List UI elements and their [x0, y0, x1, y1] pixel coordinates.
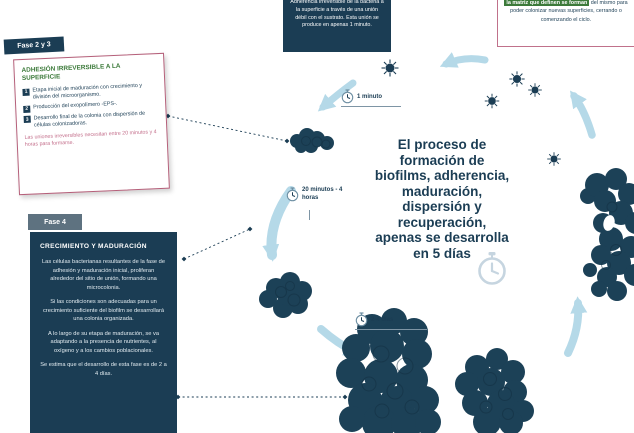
phase23-item-text: Etapa inicial de maduración con crecimie…	[32, 82, 143, 101]
cycle-restart-text: del mismo para poder colonizar nuevas su…	[510, 0, 628, 23]
time-label-1-minute: 1 minuto	[341, 89, 401, 107]
phase23-tag-label: Fase 2 y 3	[17, 41, 51, 50]
phase4-tag: Fase 4	[28, 214, 82, 230]
top-adherence-text: Adherencia irreversible de la bacteria a…	[290, 0, 384, 29]
cycle-restart-highlight: la matriz que definen se forman	[504, 0, 590, 6]
flow-arrow-top-left	[439, 52, 489, 68]
bacteria-icon	[381, 59, 399, 77]
microcolony-blob-medium	[259, 272, 312, 318]
time-label-tick	[309, 210, 310, 220]
item-number-badge: 1	[22, 88, 30, 96]
flow-arrow-up-right	[564, 296, 588, 357]
stopwatch-icon	[341, 89, 354, 104]
bacteria-icon	[484, 93, 500, 109]
item-number-badge: 2	[23, 105, 31, 113]
phase4-paragraph: Las células bacterianas resultantes de l…	[42, 259, 165, 291]
biofilm-mass-right	[455, 348, 534, 433]
phase23-box: ADHESIÓN IRREVERSIBLE A LA SUPERFICIE 1 …	[13, 52, 170, 196]
flow-arrow-dispersal-up	[569, 90, 596, 139]
main-title: El proceso de formación de biofilms, adh…	[374, 137, 510, 261]
top-adherence-box: Adherencia irreversible de la bacteria a…	[283, 0, 391, 52]
phase4-paragraph: A lo largo de su etapa de maduración, se…	[48, 330, 159, 354]
phase23-title: ADHESIÓN IRREVERSIBLE A LA SUPERFICIE	[21, 62, 121, 82]
time-label-2-4-days: 2-4 días	[355, 312, 427, 330]
dotted-connector-phase4-top	[183, 228, 251, 260]
biofilm-mass-left	[336, 308, 441, 433]
stopwatch-icon	[355, 312, 368, 327]
bacteria-icon	[528, 83, 542, 97]
phase23-item-text: Producción del exopolímero -EPS-.	[33, 100, 118, 111]
time-label-20min-4h: 20 minutos - 4 horas	[286, 187, 350, 203]
stopwatch-icon	[286, 187, 299, 202]
dispersal-hole	[603, 215, 615, 231]
phase4-box: CRECIMIENTO Y MADURACIÓN Las células bac…	[30, 232, 177, 433]
phase4-title: CRECIMIENTO Y MADURACIÓN	[40, 243, 147, 250]
bacteria-icon	[509, 71, 525, 87]
phase4-tag-label: Fase 4	[44, 218, 66, 226]
phase23-note: Las uniones irreversibles necesitan entr…	[24, 128, 157, 148]
item-number-badge: 3	[23, 115, 31, 123]
phase4-paragraph: Si las condiciones son adecuadas para un…	[42, 299, 165, 323]
time-label-text: 1 minuto	[357, 93, 382, 100]
time-label-text: 20 minutos - 4 horas	[302, 187, 343, 201]
phase23-item: 3 Desarrollo final de la colonia con dis…	[23, 110, 159, 130]
phase23-tag: Fase 2 y 3	[3, 36, 65, 55]
cycle-restart-box: la matriz que definen se forman del mism…	[497, 0, 634, 47]
microcolony-blob-small	[290, 128, 334, 153]
bacteria-icon	[547, 152, 561, 166]
time-label-text: 2-4 días	[371, 316, 394, 323]
phase4-paragraph: Se estima que el desarrollo de esta fase…	[40, 362, 167, 378]
phase23-item-text: Desarrollo final de la colonia con dispe…	[33, 110, 146, 129]
flow-arrow-box-to-colony	[317, 79, 357, 112]
dotted-connector-phase23	[167, 115, 288, 142]
main-clock-icon	[478, 252, 506, 285]
biofilm-mass-column	[580, 168, 634, 301]
connector-diamonds	[165, 113, 348, 400]
